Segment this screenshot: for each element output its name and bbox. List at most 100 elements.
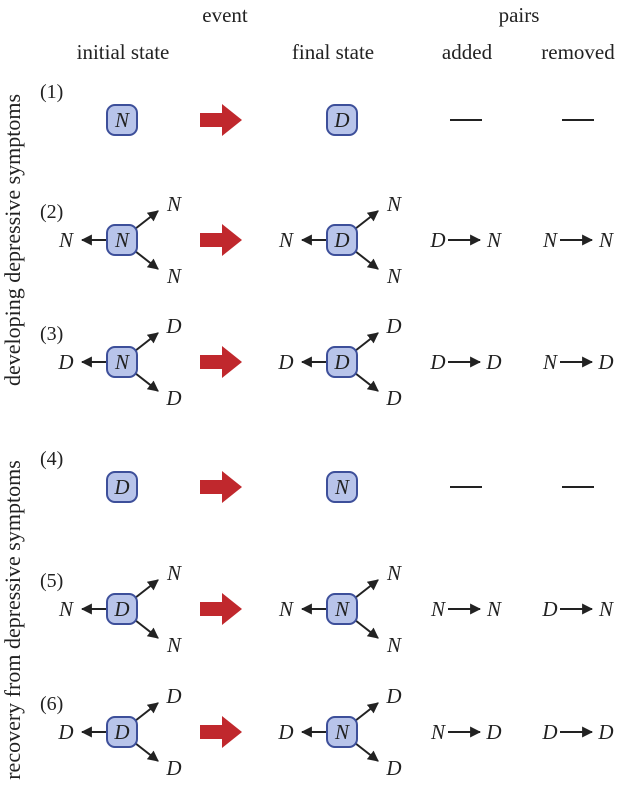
final-neighbor-left: N: [278, 597, 294, 621]
final-neighbor-lower: D: [385, 756, 401, 780]
initial-neighbor-upper: D: [165, 314, 181, 338]
initial-node-box: [106, 471, 138, 503]
initial-edge-upper: [134, 210, 159, 230]
final-edge-upper: [354, 579, 379, 599]
initial-edge-lower: [134, 250, 159, 270]
final-center-node-box: [326, 593, 358, 625]
added-pair-from: D: [429, 350, 445, 374]
initial-neighbor-lower: D: [165, 756, 181, 780]
final-center-node-label: D: [333, 350, 349, 374]
added-pair-to: D: [485, 350, 501, 374]
row-number: (6): [40, 693, 63, 715]
final-neighbor-lower: N: [386, 633, 402, 657]
initial-center-node-box: [106, 346, 138, 378]
initial-neighbor-left: N: [58, 228, 74, 252]
row-number: (5): [40, 570, 63, 592]
added-pair-from: N: [430, 720, 446, 744]
row-number: (3): [40, 323, 63, 345]
final-center-node-box: [326, 716, 358, 748]
final-edge-upper: [354, 702, 379, 722]
initial-center-node-box: [106, 593, 138, 625]
final-edge-upper: [354, 332, 379, 352]
final-neighbor-upper: N: [386, 192, 402, 216]
final-edge-upper: [354, 210, 379, 230]
final-neighbor-lower: N: [386, 264, 402, 288]
header-event: event: [202, 3, 248, 27]
row-1: (1) N D: [40, 81, 594, 136]
initial-center-node: D: [106, 593, 138, 625]
header-initial-state: initial state: [77, 40, 170, 64]
initial-node-label: D: [113, 475, 129, 499]
final-node: N: [326, 471, 358, 503]
added-pair-from: N: [430, 597, 446, 621]
removed-pair-from: N: [542, 228, 558, 252]
final-neighbor-left: N: [278, 228, 294, 252]
row-4: (4) D N: [40, 448, 594, 503]
initial-center-node: N: [106, 224, 138, 256]
final-center-node: D: [326, 224, 358, 256]
event-arrow: [200, 224, 242, 256]
header-removed: removed: [541, 40, 615, 64]
initial-neighbor-lower: D: [165, 386, 181, 410]
event-arrow: [200, 716, 242, 748]
initial-center-node-label: D: [113, 720, 129, 744]
added-pair-to: N: [486, 597, 502, 621]
final-neighbor-left: D: [277, 350, 293, 374]
row-number: (2): [40, 201, 63, 223]
side-label-developing: developing depressive symptoms: [0, 94, 25, 386]
initial-neighbor-lower: N: [166, 633, 182, 657]
side-label-recovery: recovery from depressive symptoms: [0, 460, 25, 780]
final-center-node-label: N: [334, 597, 350, 621]
final-center-node-box: [326, 346, 358, 378]
initial-edge-upper: [134, 579, 159, 599]
initial-edge-upper: [134, 332, 159, 352]
event-arrow: [200, 346, 242, 378]
added-pair-to: N: [486, 228, 502, 252]
removed-pair-from: D: [541, 720, 557, 744]
final-node-box: [326, 471, 358, 503]
final-center-node: D: [326, 346, 358, 378]
added-pair-to: D: [485, 720, 501, 744]
initial-node: N: [106, 104, 138, 136]
initial-neighbor-upper: D: [165, 684, 181, 708]
initial-node-label: N: [114, 108, 130, 132]
removed-pair-from: N: [542, 350, 558, 374]
final-edge-lower: [354, 742, 379, 762]
final-edge-lower: [354, 619, 379, 639]
row-number: (4): [40, 448, 63, 470]
final-node: D: [326, 104, 358, 136]
initial-center-node-label: D: [113, 597, 129, 621]
row-number: (1): [40, 81, 63, 103]
final-edge-lower: [354, 372, 379, 392]
initial-center-node-label: N: [114, 228, 130, 252]
initial-edge-lower: [134, 372, 159, 392]
event-arrow: [200, 593, 242, 625]
final-neighbor-upper: N: [386, 561, 402, 585]
final-edge-lower: [354, 250, 379, 270]
initial-neighbor-left: N: [58, 597, 74, 621]
initial-center-node-box: [106, 224, 138, 256]
final-center-node-label: N: [334, 720, 350, 744]
final-center-node: N: [326, 716, 358, 748]
header-added: added: [442, 40, 493, 64]
final-neighbor-upper: D: [385, 684, 401, 708]
removed-pair-to: D: [597, 350, 613, 374]
final-center-node-box: [326, 224, 358, 256]
initial-neighbor-left: D: [57, 350, 73, 374]
initial-neighbor-left: D: [57, 720, 73, 744]
initial-center-node: N: [106, 346, 138, 378]
removed-pair-to: N: [598, 228, 614, 252]
